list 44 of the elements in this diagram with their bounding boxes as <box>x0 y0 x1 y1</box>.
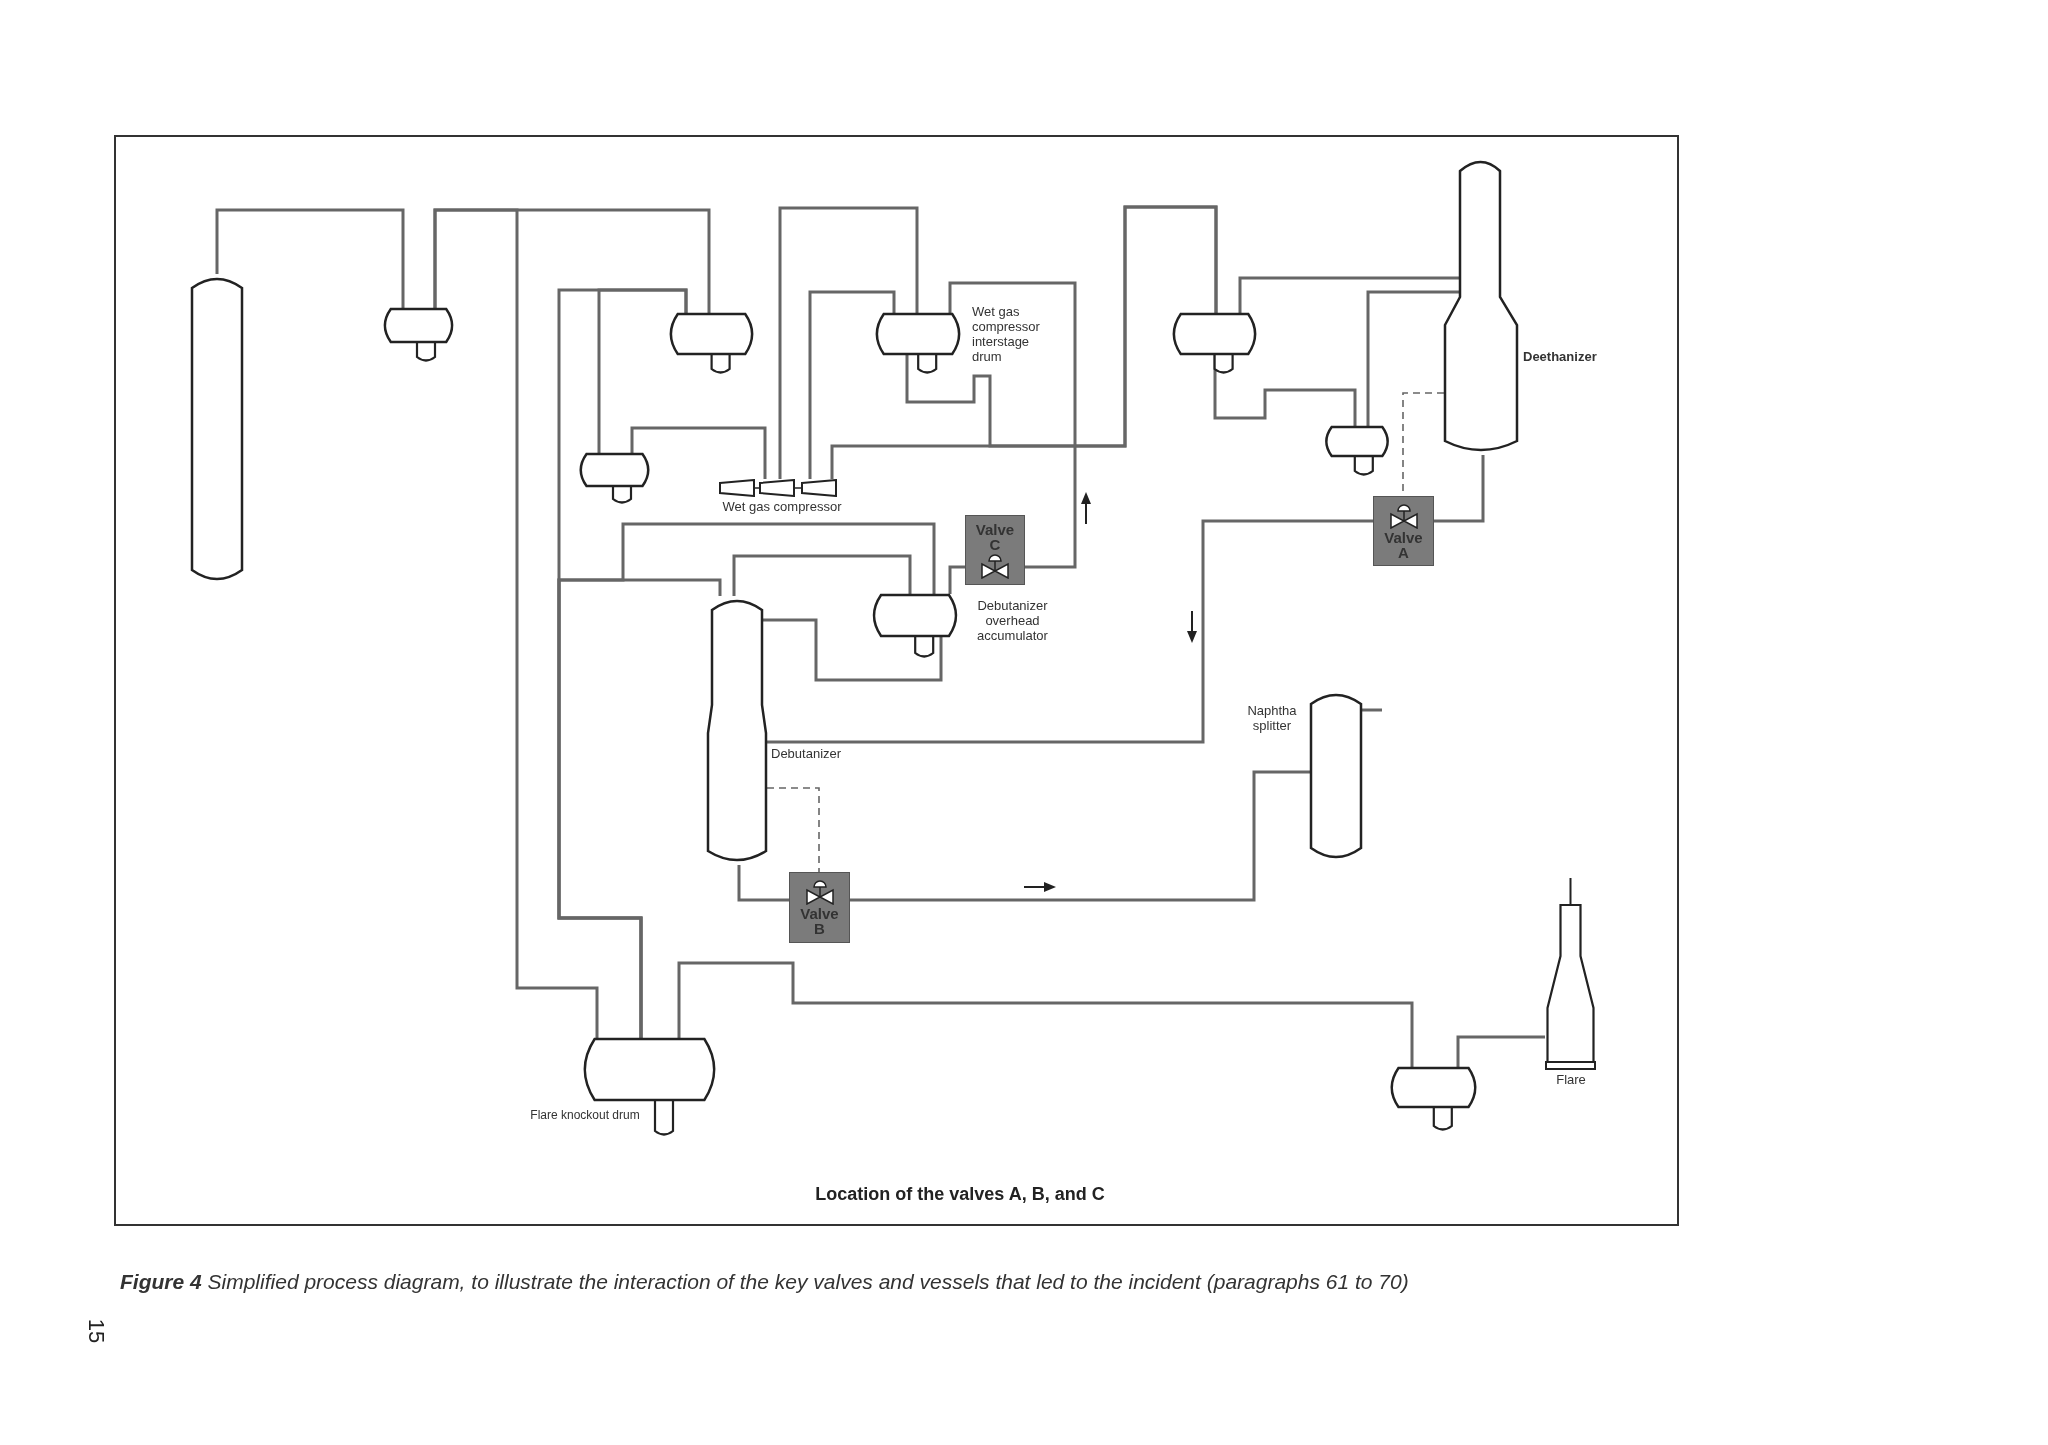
pipe <box>1434 455 1485 523</box>
pipe <box>905 205 1218 448</box>
compressor-drawing <box>718 479 838 497</box>
pipe <box>433 208 599 1038</box>
valve-label: Valve B <box>799 906 840 936</box>
valve-box <box>965 515 1025 585</box>
pipe <box>215 208 405 308</box>
drum-vessel <box>1387 1067 1480 1133</box>
pipe <box>677 961 1414 1067</box>
pipe <box>808 290 896 479</box>
pipe <box>1238 276 1460 313</box>
pipe <box>762 618 943 682</box>
valve-box <box>789 872 850 943</box>
figure-caption: Figure 4 Simplified process diagram, to illustrate the interaction of the key valves and vessels that led to the incident (paragraphs 61 to 70) <box>120 1270 1410 1294</box>
vessel-label: Naphtha splitter <box>1246 703 1298 733</box>
pipe <box>1362 708 1382 712</box>
pipe <box>732 554 912 596</box>
signal-line <box>766 787 820 873</box>
drum-vessel <box>577 453 652 506</box>
pipe <box>767 519 1373 744</box>
pipe <box>1366 290 1460 426</box>
diagram-title: Location of the valves A, B, and C <box>814 1184 1106 1205</box>
flare-stack <box>1545 878 1596 1070</box>
pipe <box>948 565 965 594</box>
vessel-label: Flare knockout drum <box>530 1108 640 1122</box>
page-number: 15 <box>83 1318 110 1344</box>
pipe <box>948 281 1077 569</box>
pipe <box>850 770 1310 902</box>
pipe <box>630 426 767 479</box>
vessel-label: Debutanizer overhead accumulator <box>976 598 1049 643</box>
valve-label: Valve C <box>974 521 1016 552</box>
valve-box <box>1373 496 1434 566</box>
pipe <box>1456 1035 1545 1067</box>
vessel-label: Wet gas compressor <box>721 499 843 514</box>
pipe <box>557 288 688 1038</box>
vessel-label: Deethanizer <box>1523 349 1598 364</box>
vessel-label: Debutanizer <box>771 746 843 761</box>
pipe <box>737 865 789 902</box>
valve-label: Valve A <box>1383 529 1424 560</box>
drum-vessel <box>381 308 456 364</box>
vessel-label: Flare <box>1555 1072 1587 1087</box>
pipe <box>778 206 919 479</box>
vessel-label: Wet gas compressor interstage drum <box>972 304 1041 364</box>
drum-vessel <box>1323 426 1391 478</box>
